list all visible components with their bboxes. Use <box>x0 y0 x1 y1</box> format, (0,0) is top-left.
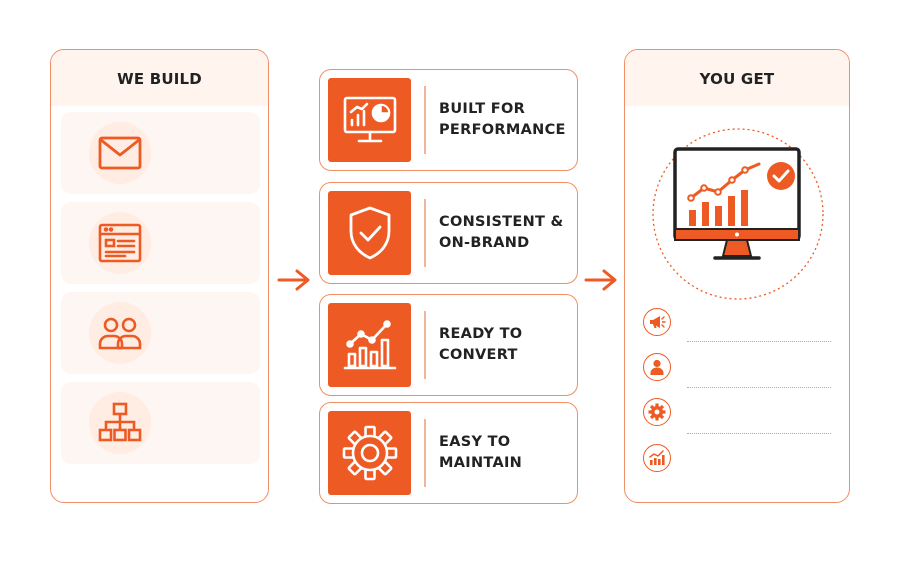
feature-tile <box>328 411 411 495</box>
feature-tile <box>328 78 411 162</box>
feature-divider <box>424 199 426 267</box>
feature-divider <box>424 86 426 154</box>
feature-label-line1: EASY TO <box>439 434 511 450</box>
users-group-icon-bubble <box>89 302 151 364</box>
feature-label-line2: CONVERT <box>439 347 518 363</box>
dotted-line <box>687 341 831 342</box>
browser-window-icon <box>98 223 142 263</box>
gear-icon <box>648 403 666 421</box>
gear-icon <box>342 425 398 481</box>
sitemap-icon-bubble <box>89 392 151 454</box>
feature-card-on-brand: CONSISTENT & ON-BRAND <box>319 182 578 284</box>
arrow-right-icon <box>584 269 617 291</box>
bullet-gear <box>643 398 671 426</box>
left-item-email <box>61 112 260 194</box>
feature-divider <box>424 311 426 379</box>
feature-label: READY TO CONVERT <box>439 295 571 395</box>
feature-label-line1: BUILT FOR <box>439 101 526 117</box>
feature-label-line2: PERFORMANCE <box>439 122 566 138</box>
feature-label-line2: MAINTAIN <box>439 455 523 471</box>
feature-label-line1: READY TO <box>439 326 523 342</box>
megaphone-icon <box>650 316 666 328</box>
feature-divider <box>424 419 426 487</box>
envelope-icon <box>98 136 142 170</box>
left-item-sitemap <box>61 382 260 464</box>
left-item-users <box>61 292 260 374</box>
feature-card-maintain: EASY TO MAINTAIN <box>319 402 578 504</box>
bullet-user <box>643 353 671 381</box>
user-icon <box>650 359 664 375</box>
shield-check-icon <box>349 206 391 260</box>
bullet-chart <box>643 444 671 472</box>
browser-window-icon-bubble <box>89 212 151 274</box>
feature-label-line2: ON-BRAND <box>439 235 530 251</box>
you-get-title: YOU GET <box>625 50 849 106</box>
envelope-icon-bubble <box>89 122 151 184</box>
feature-card-performance: BUILT FOR PERFORMANCE <box>319 69 578 171</box>
left-item-browser <box>61 202 260 284</box>
feature-label-line1: CONSISTENT & <box>439 214 564 230</box>
we-build-panel: WE BUILD <box>50 49 269 503</box>
arrow-right-icon <box>277 269 310 291</box>
chart-icon <box>649 450 665 465</box>
feature-label: EASY TO MAINTAIN <box>439 403 571 503</box>
dotted-line <box>687 387 831 388</box>
feature-tile <box>328 191 411 275</box>
users-group-icon <box>98 317 142 350</box>
growth-chart-icon <box>343 320 397 370</box>
dotted-line <box>687 433 831 434</box>
feature-label: CONSISTENT & ON-BRAND <box>439 183 571 283</box>
sitemap-icon <box>98 402 142 442</box>
bullet-megaphone <box>643 308 671 336</box>
feature-tile <box>328 303 411 387</box>
we-build-title: WE BUILD <box>51 50 268 106</box>
feature-label: BUILT FOR PERFORMANCE <box>439 70 571 170</box>
monitor-analytics-icon <box>343 96 397 143</box>
monitor-growth-check-icon <box>652 128 824 300</box>
you-get-panel: YOU GET <box>624 49 850 503</box>
feature-card-convert: READY TO CONVERT <box>319 294 578 396</box>
